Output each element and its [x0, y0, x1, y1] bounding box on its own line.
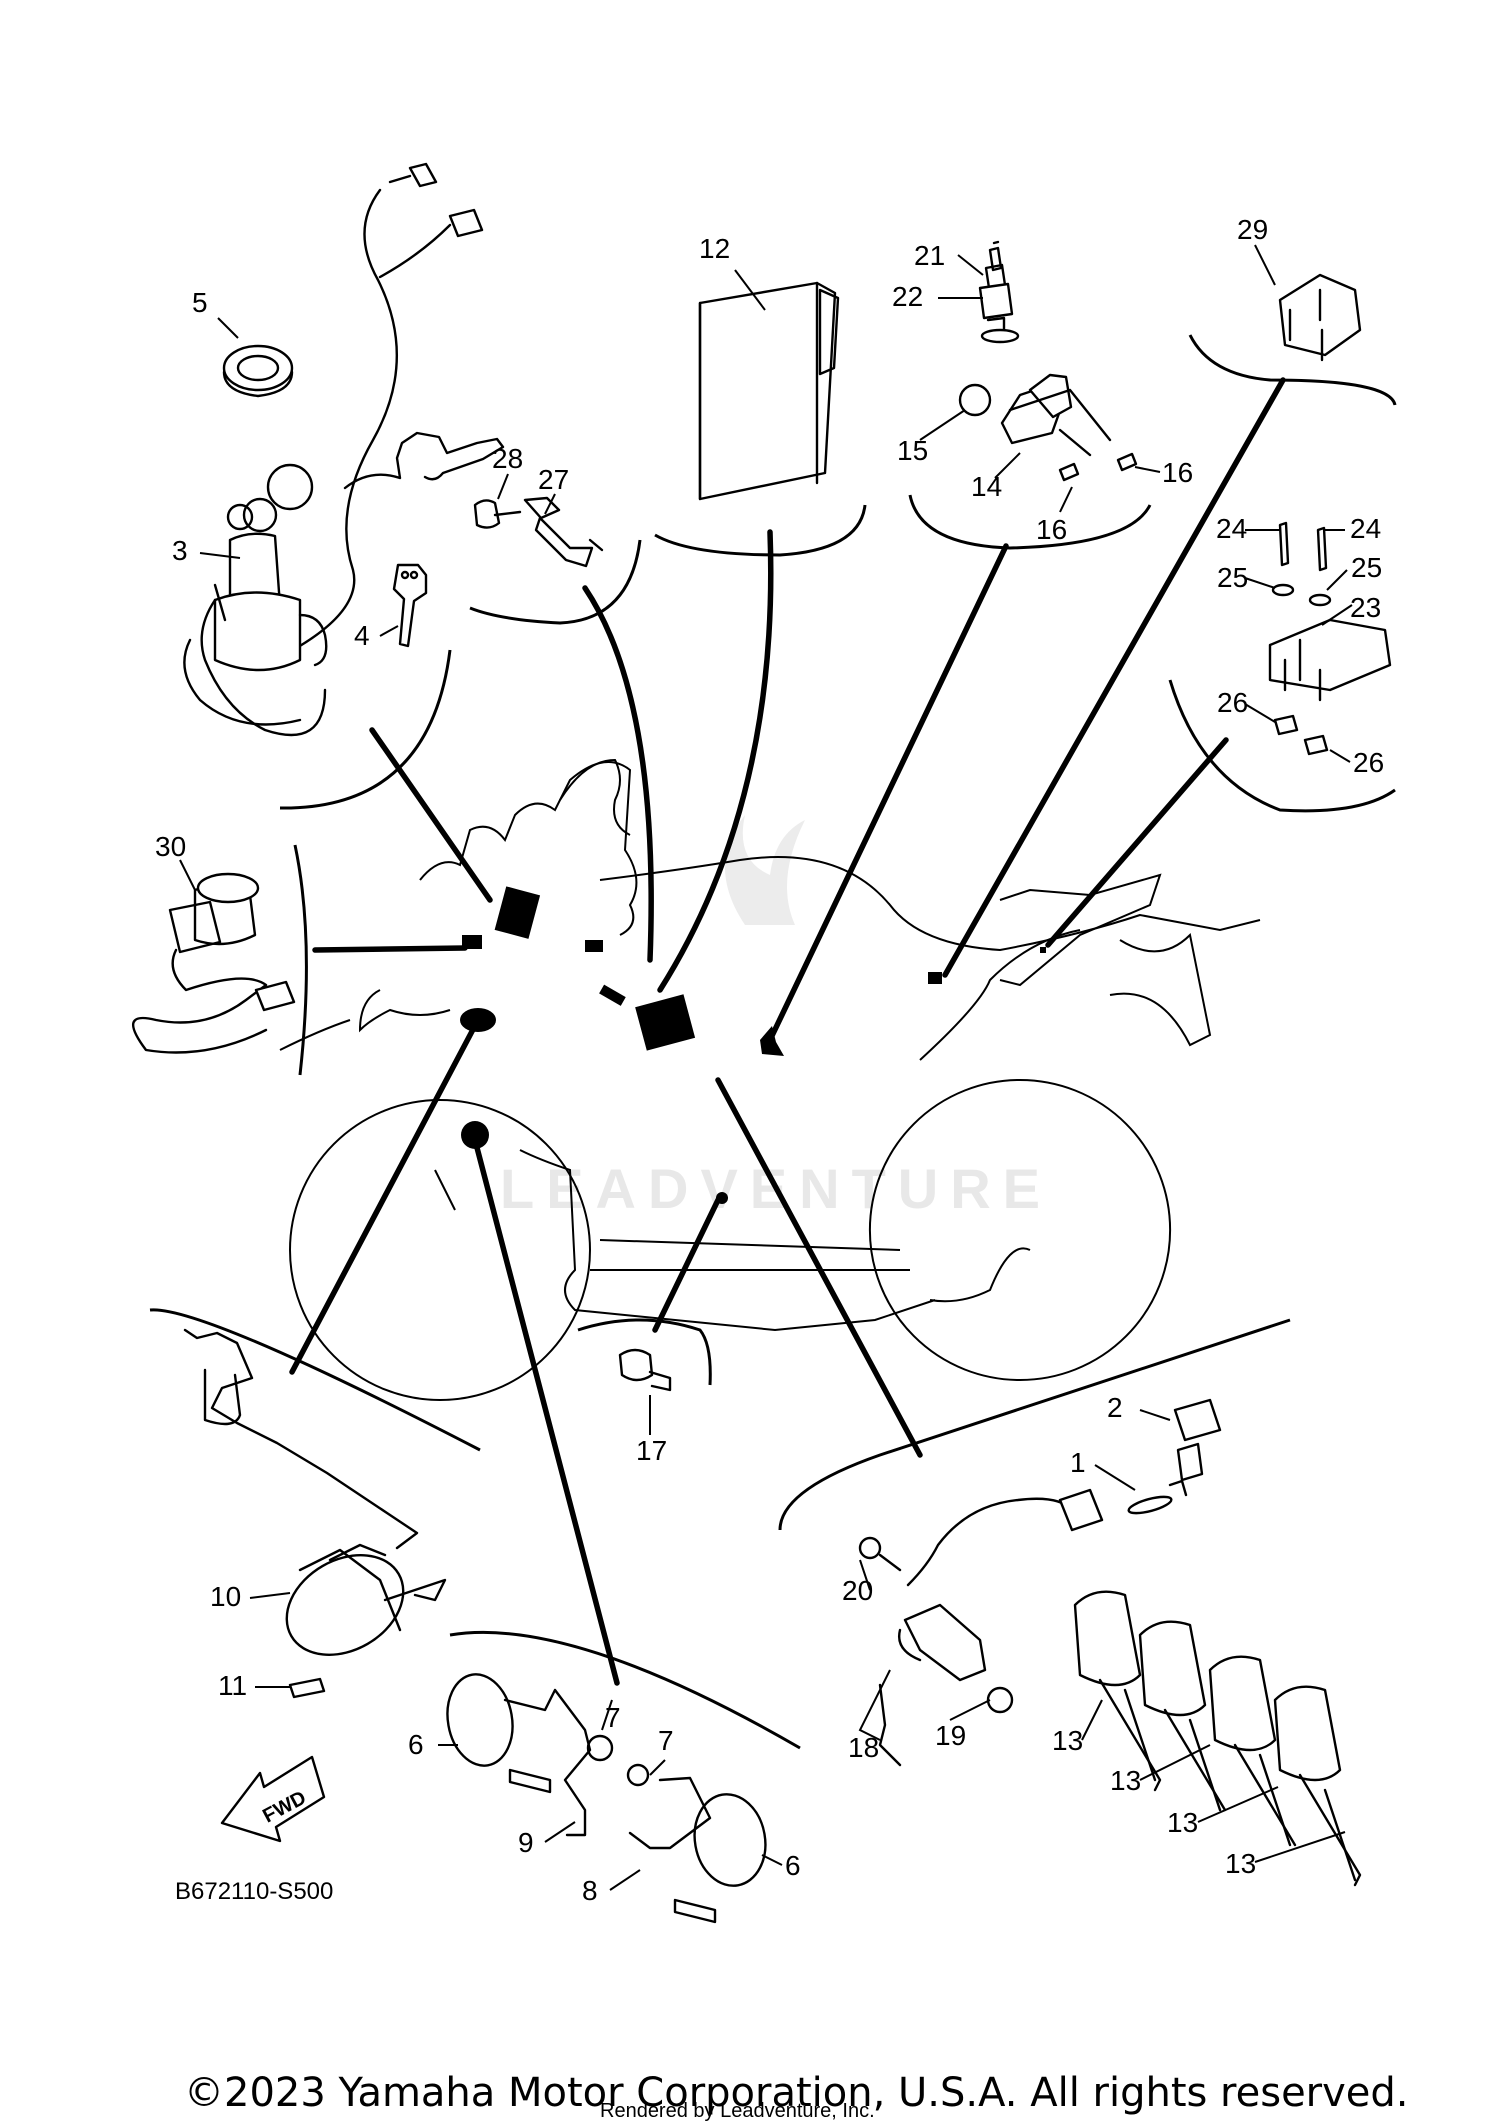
render-credit: Rendered by Leadventure, Inc.	[600, 2100, 875, 2122]
part-30-connector	[131, 872, 296, 1054]
callout-7a: 7	[605, 1702, 621, 1733]
callout-8: 8	[582, 1875, 598, 1906]
motorcycle-outline	[279, 758, 1261, 1402]
callout-6b: 6	[785, 1850, 801, 1881]
callout-25a: 25	[1217, 562, 1248, 593]
bike-part-markers	[460, 886, 1046, 1204]
part-29-relay	[1278, 273, 1362, 362]
callout-24a: 24	[1216, 513, 1247, 544]
callout-15: 15	[897, 435, 928, 466]
callout-30: 30	[155, 831, 186, 862]
copyright-notice: ©2023 Yamaha Motor Corporation, U.S.A. A…	[184, 2070, 1409, 2116]
part-main-switch-group	[183, 162, 505, 737]
callout-24b: 24	[1350, 513, 1381, 544]
callout-11: 11	[218, 1670, 247, 1701]
callout-leaders	[179, 244, 1353, 1891]
callout-21: 21	[914, 240, 945, 271]
callout-19: 19	[935, 1720, 966, 1751]
callout-20: 20	[842, 1575, 873, 1606]
callout-3: 3	[172, 535, 188, 566]
part-10-11-horn	[183, 1328, 447, 1699]
callout-4: 4	[354, 620, 370, 651]
callout-9: 9	[518, 1827, 534, 1858]
callout-12: 12	[699, 233, 730, 264]
forward-direction-arrow: FWD	[220, 1755, 326, 1843]
part-18-20-sensor	[858, 1488, 1104, 1767]
part-6-9-horn	[446, 1673, 767, 1924]
callout-23: 23	[1350, 592, 1381, 623]
callout-13a: 13	[1052, 1725, 1083, 1756]
group-leader-lines	[289, 377, 1286, 1686]
callout-2: 2	[1107, 1392, 1123, 1423]
callout-28: 28	[492, 443, 523, 474]
part-23-26-bracket	[1268, 521, 1392, 756]
diagram-code: B672110-S500	[175, 1878, 334, 1905]
part-12-ecu	[698, 281, 840, 501]
callout-5: 5	[192, 287, 208, 318]
part-27-28-sensor	[473, 496, 604, 568]
watermark-text: LEADVENTURE	[500, 1157, 1052, 1220]
callout-13d: 13	[1225, 1848, 1256, 1879]
callout-17: 17	[636, 1435, 667, 1466]
part-17-sensor	[618, 1348, 672, 1392]
callout-26a: 26	[1217, 687, 1248, 718]
callout-16b: 16	[1036, 514, 1067, 545]
callout-16a: 16	[1162, 457, 1193, 488]
part-14-15-16-sensor	[958, 373, 1138, 482]
callout-27: 27	[538, 464, 569, 495]
callout-6a: 6	[408, 1729, 424, 1760]
callout-26b: 26	[1353, 747, 1384, 778]
watermark: LEADVENTURE	[500, 815, 1052, 1220]
part-1-2-sensor	[1127, 1398, 1222, 1515]
callout-25b: 25	[1351, 552, 1382, 583]
callout-1: 1	[1070, 1447, 1086, 1478]
callout-13c: 13	[1167, 1807, 1198, 1838]
group-brackets	[149, 334, 1397, 1750]
callout-13b: 13	[1110, 1765, 1141, 1796]
callout-22: 22	[892, 281, 923, 312]
callout-10: 10	[210, 1581, 241, 1612]
part-13-ignition-coils	[1073, 1590, 1362, 1887]
part-21-22-sensor	[978, 240, 1020, 344]
callout-7b: 7	[658, 1725, 674, 1756]
callout-29: 29	[1237, 214, 1268, 245]
callout-labels: 1 2 3 4 5 6 6 7 7 8 9 10 11 12 13 13 13 …	[155, 214, 1384, 1906]
